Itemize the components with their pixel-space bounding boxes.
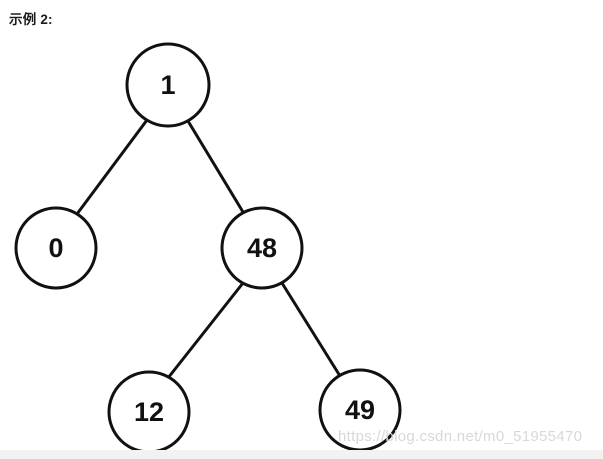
node-circle-right (220, 206, 304, 290)
tree-edge-right-to-right-left (166, 281, 245, 380)
tree-node-right: 48 (220, 206, 304, 290)
tree-nodes: 1 0 48 12 49 (14, 42, 402, 454)
node-label-right: 48 (247, 233, 277, 263)
bottom-band (0, 450, 603, 459)
example-caption: 示例 2: (9, 12, 53, 27)
tree-node-root: 1 (125, 42, 211, 128)
node-circle-root (125, 42, 211, 128)
node-label-right-right: 49 (345, 395, 375, 425)
tree-edge-root-to-right (186, 119, 245, 214)
tree-node-right-right: 49 (318, 368, 402, 452)
tree-node-left: 0 (14, 206, 98, 290)
tree-edges (75, 118, 342, 380)
node-label-right-left: 12 (134, 397, 164, 427)
node-label-root: 1 (160, 70, 175, 100)
node-label-left: 0 (48, 233, 63, 263)
csdn-watermark: https://blog.csdn.net/m0_51955470 (338, 428, 583, 445)
tree-node-right-left: 12 (107, 370, 191, 454)
node-circle-left (14, 206, 98, 290)
tree-edge-right-to-right-right (280, 281, 342, 378)
tree-edge-root-to-left (75, 118, 149, 216)
